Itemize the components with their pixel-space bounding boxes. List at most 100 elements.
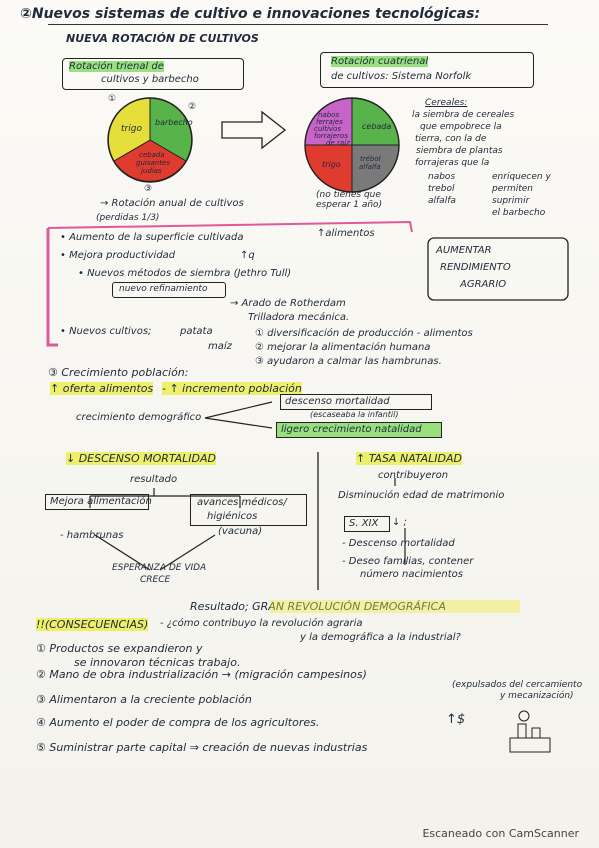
ayudaron: ③ ayudaron a calmar las hambrunas. xyxy=(255,356,442,367)
consecuencia-2: ② Mano de obra industrialización → (migr… xyxy=(36,668,367,681)
aumentar-1: AUMENTAR xyxy=(436,245,492,256)
aumentar-3: AGRARIO xyxy=(460,279,507,290)
section-subtitle: NUEVA ROTACIÓN DE CULTIVOS xyxy=(66,32,259,45)
consecuencia-2-note-2: y mecanización) xyxy=(500,691,574,701)
resultado-highlight xyxy=(270,600,520,613)
forrajeros-label: forrajeros xyxy=(314,132,348,140)
de-raiz-label: de raíz xyxy=(326,139,350,147)
patata: patata xyxy=(180,326,213,337)
esperanza-2: CRECE xyxy=(140,575,171,585)
vacuna: (vacuna) xyxy=(218,526,263,537)
deseo-2: número nacimientos xyxy=(360,569,463,580)
deseo-1: - Deseo familias, contener xyxy=(342,556,474,567)
no-tienes-2: esperar 1 año) xyxy=(316,200,383,210)
descenso-mortalidad-head: ↓ DESCENSO MORTALIDAD xyxy=(66,452,216,465)
sxix-arrow: ↓ ; xyxy=(392,517,407,528)
cereales-line4: siembra de plantas xyxy=(416,146,503,156)
mejorar-alimentacion: ② mejorar la alimentación humana xyxy=(255,342,431,353)
avances-1: avances médicos/ xyxy=(197,497,287,508)
descenso-mort-2: - Descenso mortalidad xyxy=(342,538,455,549)
trigo-right-label: trigo xyxy=(322,160,341,169)
ferrajes-label: ferrajes xyxy=(316,118,343,126)
trigo-label: trigo xyxy=(121,124,142,134)
cuatrienal-pie xyxy=(304,97,400,193)
consecuencia-1a: ① Productos se expandieron y xyxy=(36,642,203,655)
factory-icon xyxy=(509,710,551,753)
cereales-line5: forrajeras que la xyxy=(415,158,490,168)
num-1: ① xyxy=(108,94,117,104)
perdidas: (perdidas 1/3) xyxy=(96,213,160,223)
cereales-line1: la siembra de cereales xyxy=(412,110,515,120)
alfalfa-label: alfalfa xyxy=(359,163,381,171)
mejora-alimentacion: Mejora alimentación xyxy=(50,496,152,507)
rot-cuatrienal-line2: de cultivos: Sistema Norfolk xyxy=(331,71,472,82)
trilladora: Trilladora mecánica. xyxy=(248,312,350,323)
avances-box: avances médicos/ higiénicos xyxy=(190,494,307,526)
incremento: - ↑ incremento población xyxy=(162,382,302,395)
num-2: ② xyxy=(188,102,197,112)
ligero-crecimiento: ligero crecimiento natalidad xyxy=(281,424,422,435)
mejora-productividad-sym: ↑q xyxy=(240,250,255,261)
consec-q2: y la demográfica a la industrial? xyxy=(300,632,461,643)
consecuencia-3: ③ Alimentaron a la creciente población xyxy=(36,693,252,706)
title-underline xyxy=(48,24,548,25)
cereales-suprimir: suprimir xyxy=(492,196,530,206)
oferta: ↑ oferta alimentos xyxy=(50,382,154,395)
crecimiento-demografico: crecimiento demográfico xyxy=(76,412,202,423)
cebada-right-label: cebada xyxy=(362,122,392,131)
consecuencia-2-note-1: (expulsados del cercamiento xyxy=(452,680,583,690)
arado: → Arado de Rotherdam xyxy=(230,298,346,309)
cultivos-label: cultivos xyxy=(314,125,341,133)
nuevos-cultivos: • Nuevos cultivos; xyxy=(60,326,152,337)
consecuencias: !!(CONSECUENCIAS) xyxy=(36,618,149,631)
watermark: Escaneado con CamScanner xyxy=(422,827,579,840)
consec-q1: - ¿cómo contribuyo la revolución agraria xyxy=(160,618,363,629)
trienal-pie xyxy=(107,97,193,183)
guisantes-label: guisantes xyxy=(136,159,170,167)
cereales-permiten: permiten xyxy=(492,184,533,194)
resultado-gran: Resultado; GRAN REVOLUCIÓN DEMOGRÁFICA xyxy=(190,600,446,613)
tasa-natalidad-head: ↑ TASA NATALIDAD xyxy=(356,452,462,465)
rotacion-anual: → Rotación anual de cultivos xyxy=(100,198,244,209)
aumento-superficie: • Aumento de la superficie cultivada xyxy=(60,232,244,243)
mejora-alimentacion-box: Mejora alimentación xyxy=(45,494,152,510)
cereales-alfalfa: alfalfa xyxy=(428,196,456,206)
rot-trienal-line1: Rotación trienal de xyxy=(69,61,164,72)
nuevo-refinamiento: nuevo refinamiento xyxy=(119,284,208,294)
descenso-mortalidad-box: descenso mortalidad xyxy=(280,394,432,410)
nuevos-metodos: • Nuevos métodos de siembra (Jethro Tull… xyxy=(78,268,292,279)
consecuencia-4: ④ Aumento el poder de compra de los agri… xyxy=(36,716,320,729)
diversificacion: ① diversificación de producción - alimen… xyxy=(255,328,473,339)
cereales-barbecho: el barbecho xyxy=(492,208,546,218)
ligero-crecimiento-box: ligero crecimiento natalidad xyxy=(276,422,442,438)
contribuyeron: contribuyeron xyxy=(378,470,449,481)
hambrunas: - hambrunas xyxy=(60,530,124,541)
cereales-line3: tierra, con la de xyxy=(415,134,487,144)
maiz: maíz xyxy=(208,341,232,352)
sxix-box: S. XIX xyxy=(344,516,390,532)
disminucion-edad: Disminución edad de matrimonio xyxy=(338,490,505,501)
sxix: S. XIX xyxy=(349,518,379,529)
escaseaba: (escaseaba la infantil) xyxy=(310,410,399,419)
cereales-trebol: trebol xyxy=(428,184,455,194)
rot-trienal-line2: cultivos y barbecho xyxy=(101,74,199,85)
rot-cuatrienal-line1: Rotación cuatrienal xyxy=(331,56,429,67)
mejora-productividad: • Mejora productividad xyxy=(60,250,176,261)
cereales-title: Cereales: xyxy=(425,98,468,108)
consecuencia-5: ⑤ Suministrar parte capital ⇒ creación d… xyxy=(36,741,368,754)
avances-2: higiénicos xyxy=(207,511,258,522)
cereales-nabos: nabos xyxy=(428,172,456,182)
nabos-label: nabos xyxy=(318,111,340,119)
barbecho-label: barbecho xyxy=(155,118,193,127)
page-title: ②Nuevos sistemas de cultivo e innovacion… xyxy=(20,6,481,22)
cereales-enriquecen: enriquecen y xyxy=(492,172,551,182)
cebada-label: cebada xyxy=(139,151,165,159)
transition-arrow xyxy=(221,110,287,150)
trebol-label: trébol xyxy=(360,155,381,163)
no-tienes-1: (no tienes que xyxy=(316,190,381,200)
nuevo-refinamiento-box: nuevo refinamiento xyxy=(112,282,226,298)
aumentar-2: RENDIMIENTO xyxy=(440,262,511,273)
judias-label: judías xyxy=(141,167,162,175)
